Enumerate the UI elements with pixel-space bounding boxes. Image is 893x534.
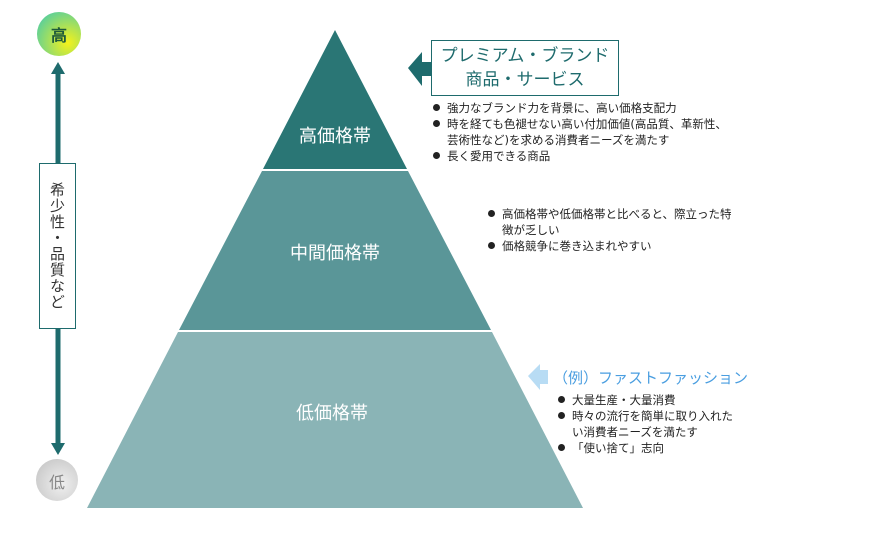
- low-circle: [36, 459, 78, 501]
- arrow-left-icon: [408, 52, 432, 86]
- high-circle: [37, 12, 81, 56]
- tier-middle-shape: [179, 171, 491, 330]
- axis-label-box: 希少性・品質など: [39, 163, 76, 329]
- list-item: 価格競争に巻き込まれやすい: [486, 238, 736, 254]
- list-item: 時々の流行を簡単に取り入れたい消費者ニーズを満たす: [556, 408, 741, 440]
- list-item: 長く愛用できる商品: [431, 148, 731, 164]
- middle-bullets: 高価格帯や低価格帯と比べると、際立った特徴が乏しい 価格競争に巻き込まれやすい: [486, 206, 736, 254]
- premium-box: プレミアム・ブランド 商品・サービス: [431, 40, 619, 96]
- high-label: 高: [50, 26, 67, 45]
- tier-middle-label: 中間価格帯: [290, 243, 380, 264]
- premium-title-line1: プレミアム・ブランド: [440, 46, 610, 66]
- list-item: 時を経ても色褪せない高い付加価値(高品質、革新性、芸術性など)を求める消費者ニー…: [431, 116, 731, 148]
- low-bullets: 大量生産・大量消費 時々の流行を簡単に取り入れたい消費者ニーズを満たす 「使い捨…: [556, 392, 741, 456]
- low-example-label: （例）ファストファッション: [553, 369, 749, 387]
- axis-label: 希少性・品質など: [48, 182, 66, 310]
- list-item: 「使い捨て」志向: [556, 440, 741, 456]
- tier-low-label: 低価格帯: [296, 403, 368, 424]
- premium-title-line2: 商品・サービス: [465, 70, 585, 90]
- tier-high-label: 高価格帯: [299, 126, 371, 147]
- arrow-up-icon: [51, 62, 65, 74]
- arrow-left-light-icon: [528, 364, 548, 390]
- low-label: 低: [48, 473, 65, 492]
- tier-high-shape: [263, 30, 407, 169]
- tier-low-shape: [87, 332, 583, 508]
- list-item: 強力なブランド力を背景に、高い価格支配力: [431, 100, 731, 116]
- arrow-down-icon: [51, 443, 65, 455]
- list-item: 大量生産・大量消費: [556, 392, 741, 408]
- list-item: 高価格帯や低価格帯と比べると、際立った特徴が乏しい: [486, 206, 736, 238]
- premium-bullets: 強力なブランド力を背景に、高い価格支配力 時を経ても色褪せない高い付加価値(高品…: [431, 100, 731, 164]
